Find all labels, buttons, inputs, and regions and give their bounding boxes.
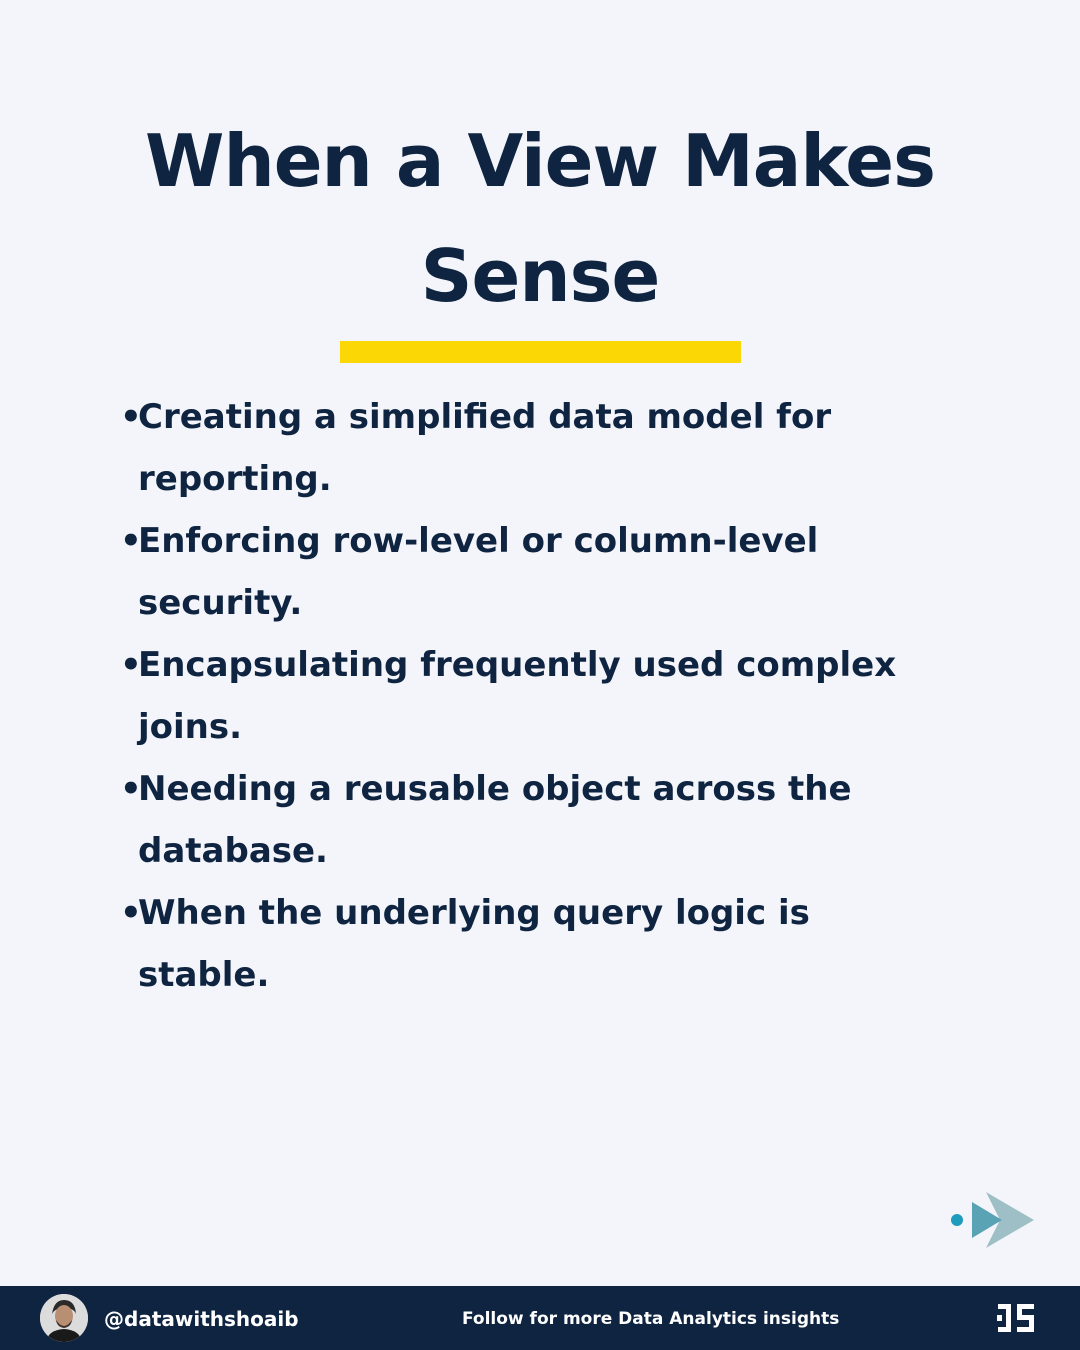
ds-logo-icon [997,1304,1034,1332]
bullet-text: Needing a reusable object across the dat… [138,769,852,871]
bullet-item: •Needing a reusable object across the da… [120,758,950,882]
bullet-text: When the underlying query logic is stabl… [138,893,810,995]
bullet-text: Encapsulating frequently used complex jo… [138,645,897,747]
bullet-item: •Creating a simplified data model for re… [120,386,950,510]
bullet-marker: • [120,645,142,685]
avatar [40,1294,88,1342]
avatar-portrait-icon [40,1294,88,1342]
follow-cta: Follow for more Data Analytics insights [462,1309,840,1329]
bullet-list: •Creating a simplified data model for re… [120,386,950,1006]
slide-title: When a View Makes Sense [145,119,936,318]
title-underline [340,341,741,363]
bullet-marker: • [120,769,142,809]
bullet-marker: • [120,521,142,561]
bullet-text: Creating a simplified data model for rep… [138,397,832,499]
bullet-marker: • [120,893,142,933]
account-handle[interactable]: @datawithshoaib [104,1307,299,1331]
bullet-marker: • [120,397,142,437]
footer-bar: @datawithshoaib Follow for more Data Ana… [0,1286,1080,1350]
bullet-item: •When the underlying query logic is stab… [120,882,950,1006]
bullet-item: •Encapsulating frequently used complex j… [120,634,950,758]
bullet-item: •Enforcing row-level or column-level sec… [120,510,950,634]
bullet-text: Enforcing row-level or column-level secu… [138,521,819,623]
next-arrow-icon[interactable] [946,1188,1038,1252]
